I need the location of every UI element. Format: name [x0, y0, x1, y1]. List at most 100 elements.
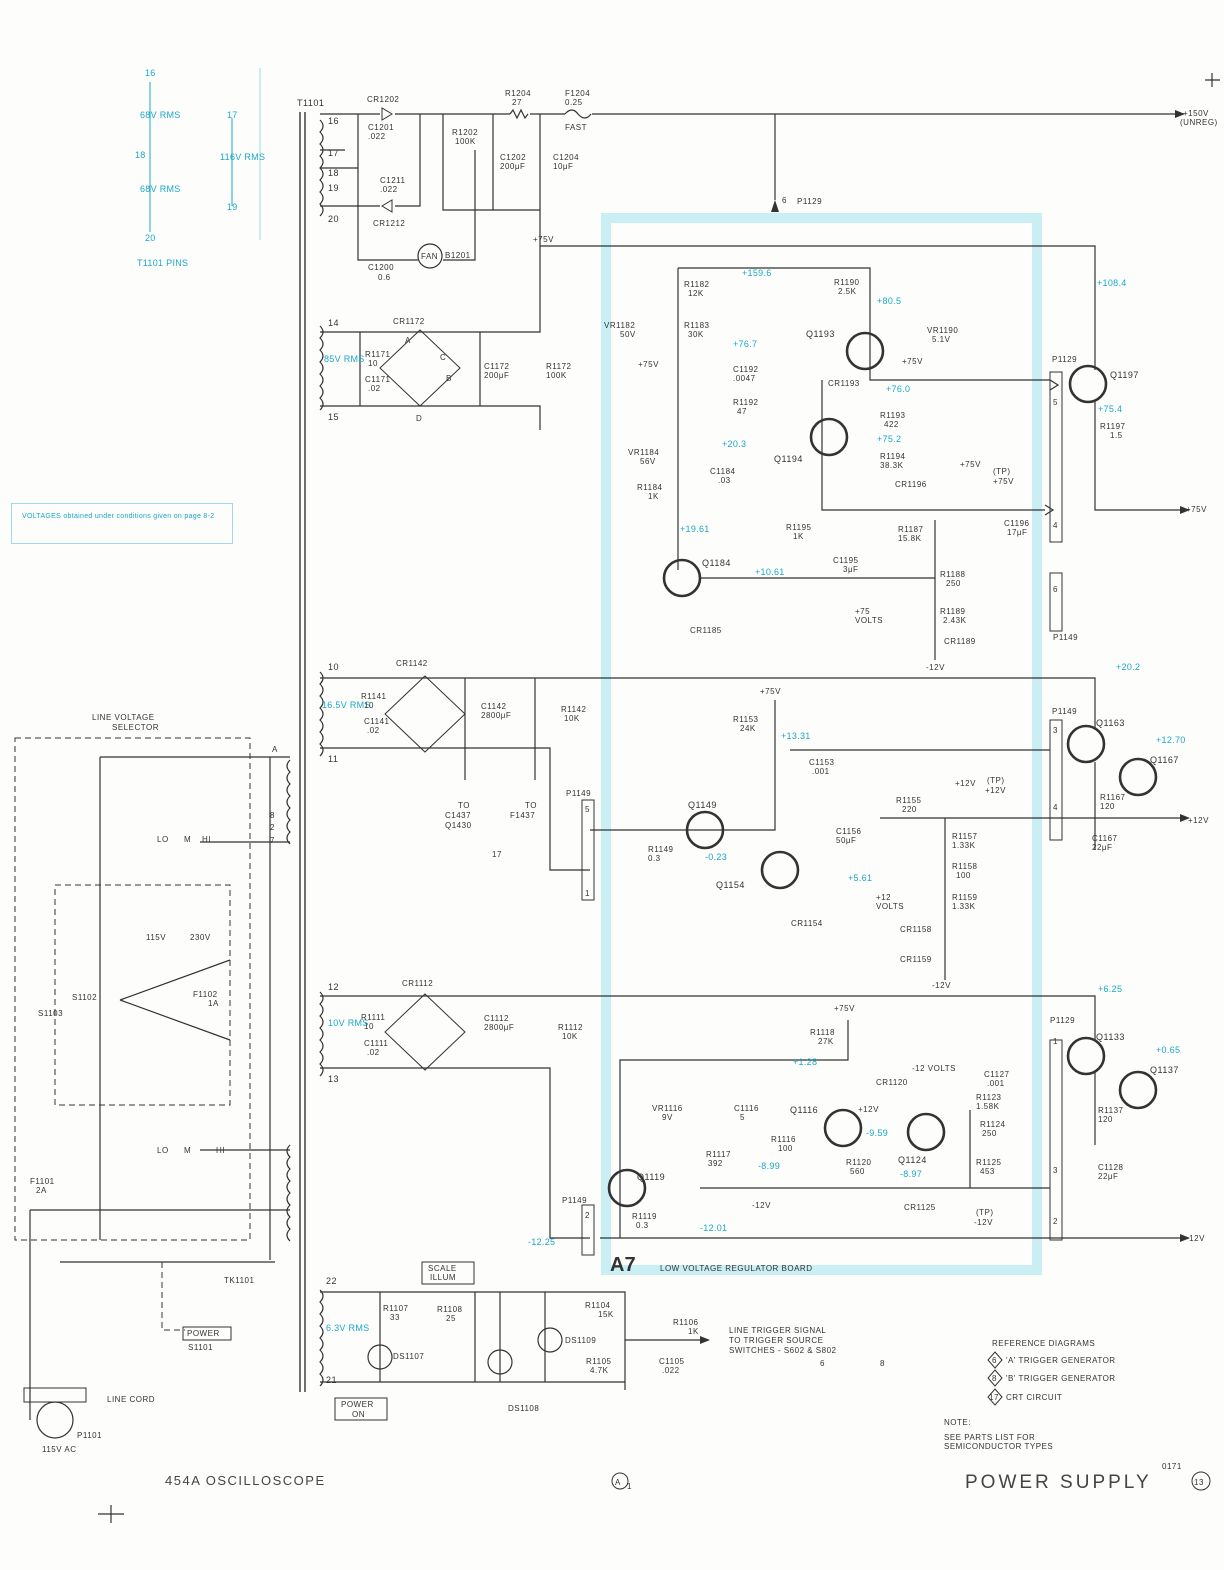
- v1084: +108.4: [1097, 278, 1127, 288]
- vm899: -8.99: [758, 1161, 780, 1171]
- c1112v: 2800μF: [484, 1023, 514, 1032]
- cr1154: CR1154: [791, 919, 823, 928]
- reg-75v-wiring: [662, 267, 1190, 660]
- pin6-75: 6: [1053, 585, 1058, 594]
- ref-title: REFERENCE DIAGRAMS: [992, 1339, 1095, 1348]
- sel-115v: 115V: [146, 933, 166, 942]
- p1149-12b: P1149: [1052, 707, 1077, 716]
- out-150v: +150V: [1183, 109, 1209, 118]
- tap-7: 7: [270, 836, 275, 845]
- pin-16: 16: [328, 116, 339, 126]
- section-75v-bridge: [320, 246, 541, 430]
- pin1-m12: 1: [1053, 1037, 1058, 1046]
- vr1182: VR1182: [604, 321, 635, 330]
- c1192v: .0047: [733, 374, 756, 383]
- r1182v: 12K: [688, 289, 704, 298]
- vrms-63: 6.3V RMS: [326, 1323, 369, 1333]
- q1133: Q1133: [1096, 1032, 1125, 1042]
- ref-label-1: 'A' TRIGGER GENERATOR: [1006, 1356, 1116, 1365]
- c1211: C1211: [380, 176, 406, 185]
- c1127: C1127: [984, 1070, 1010, 1079]
- r1188: R1188: [940, 570, 966, 579]
- pin-19: 19: [328, 183, 339, 193]
- to1: TO: [458, 801, 470, 810]
- r1125v: 453: [980, 1167, 995, 1176]
- trig3: SWITCHES - S602 & S802: [729, 1346, 837, 1355]
- q1197: Q1197: [1110, 370, 1139, 380]
- c1156: C1156: [836, 827, 862, 836]
- ref-label-2: 'B' TRIGGER GENERATOR: [1006, 1374, 1116, 1383]
- r1112: R1112: [558, 1023, 583, 1032]
- pin4-12: 4: [1053, 803, 1058, 812]
- pin5-12: 5: [585, 805, 590, 814]
- line-selector-wiring: [14, 737, 290, 1439]
- ref-num-3: 17: [989, 1393, 999, 1402]
- c1201: C1201: [368, 123, 394, 132]
- r1167: R1167: [1100, 793, 1126, 802]
- cr1202: CR1202: [367, 95, 399, 104]
- pin4-75: 4: [1053, 521, 1058, 530]
- c1128: C1128: [1098, 1163, 1124, 1172]
- s1103: S1103: [38, 1009, 63, 1018]
- c1111v: .02: [367, 1048, 380, 1057]
- ref8: 8: [880, 1359, 885, 1368]
- r1141: R1141: [361, 692, 387, 701]
- r1155v: 220: [902, 805, 917, 814]
- to2a: F1437: [510, 811, 535, 820]
- c1172: C1172: [484, 362, 510, 371]
- v1331: +13.31: [781, 731, 811, 741]
- pin2-m12: 2: [585, 1211, 590, 1220]
- r1111: R1111: [361, 1013, 385, 1022]
- r1204: R1204: [505, 89, 531, 98]
- legend-pin-17: 17: [227, 110, 238, 120]
- power-on: POWER: [341, 1400, 374, 1409]
- sel-lo: LO: [157, 835, 169, 844]
- tap-a: A: [272, 745, 278, 754]
- c1202: C1202: [500, 153, 526, 162]
- q1124: Q1124: [898, 1155, 927, 1165]
- power-switch: POWER: [187, 1329, 220, 1338]
- cr1112: CR1112: [402, 979, 433, 988]
- q1163: Q1163: [1096, 718, 1125, 728]
- r1171v: 10: [368, 359, 378, 368]
- r1190v: 2.5K: [838, 287, 857, 296]
- c1127v: .001: [987, 1079, 1005, 1088]
- cr1159: CR1159: [900, 955, 932, 964]
- c1202v: 200μF: [500, 162, 525, 171]
- v75tap: +75V: [533, 235, 554, 244]
- r1204v: 27: [512, 98, 522, 107]
- r1142: R1142: [561, 705, 587, 714]
- ref17: 17: [492, 850, 502, 859]
- c1116v: 5: [740, 1113, 745, 1122]
- r1116v: 100: [778, 1144, 793, 1153]
- r1105v: 4.7K: [590, 1366, 609, 1375]
- sel-230v: 230V: [190, 933, 211, 942]
- r1153v: 24K: [740, 724, 756, 733]
- legend-title: T1101 PINS: [137, 258, 188, 268]
- r1118: R1118: [810, 1028, 835, 1037]
- bridge-d: D: [416, 414, 422, 423]
- c1196: C1196: [1004, 519, 1030, 528]
- r1106v: 1K: [688, 1327, 699, 1336]
- p12-m12: +12V: [858, 1105, 879, 1114]
- vr1116: VR1116: [652, 1104, 683, 1113]
- scale: SCALE: [428, 1264, 457, 1273]
- pins-legend-wiring: [149, 68, 261, 240]
- r1172v: 100K: [546, 371, 567, 380]
- m12a: -12V: [752, 1201, 771, 1210]
- vrms-10: 10V RMS: [328, 1018, 369, 1028]
- r1184: R1184: [637, 483, 663, 492]
- r1119: R1119: [632, 1212, 657, 1221]
- r1183v: 30K: [688, 330, 704, 339]
- c1184: C1184: [710, 467, 736, 476]
- pin-17: 17: [328, 148, 339, 158]
- pin5-75: 5: [1053, 398, 1058, 407]
- pin-21: 21: [326, 1375, 337, 1385]
- pin1-12: 1: [585, 889, 590, 898]
- q1184: Q1184: [702, 558, 731, 568]
- v159: +159.6: [742, 268, 772, 278]
- r1188v: 250: [946, 579, 961, 588]
- vm959: -9.59: [866, 1128, 888, 1138]
- r1182: R1182: [684, 280, 710, 289]
